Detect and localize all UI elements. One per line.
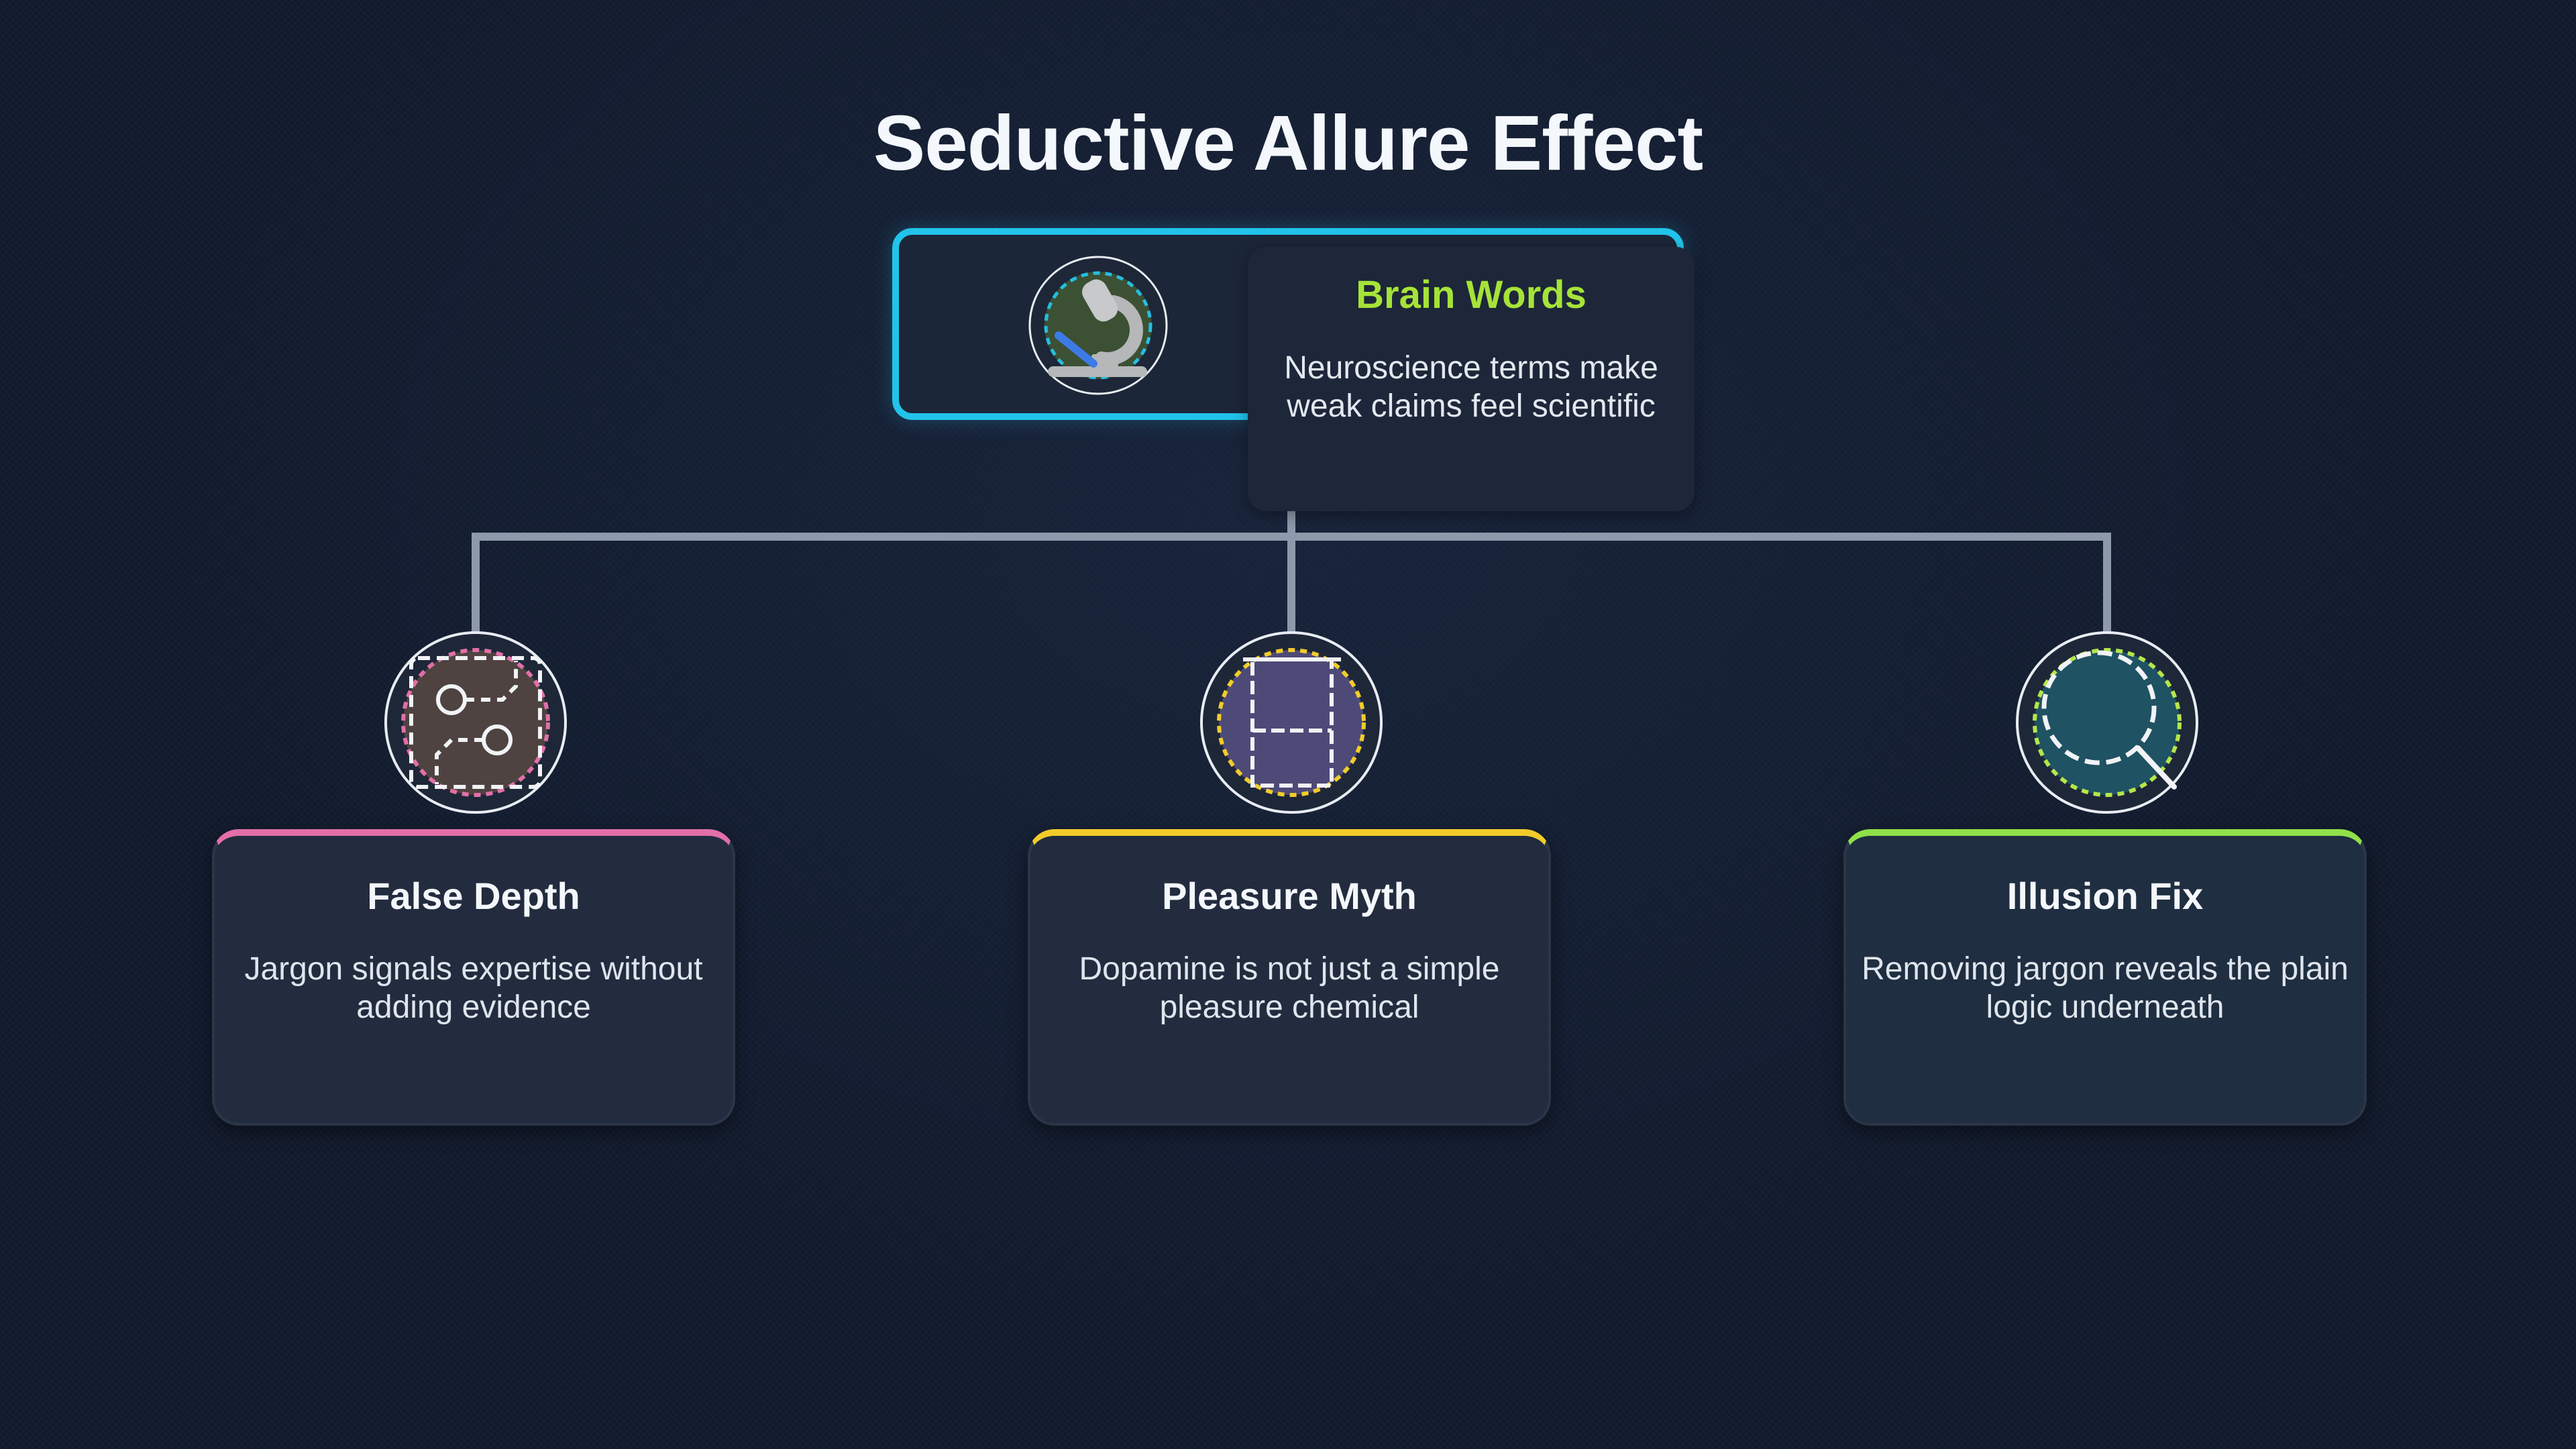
node-description: Removing jargon reveals the plain logic … xyxy=(1862,951,2349,1025)
circuit-board-icon xyxy=(384,631,567,814)
connector-drop-left xyxy=(472,533,480,633)
beaker-icon xyxy=(1200,631,1383,814)
node-title: False Depth xyxy=(367,875,580,917)
microscope-icon xyxy=(1028,256,1168,395)
root-node-description: Neuroscience terms make weak claims feel… xyxy=(1284,350,1658,424)
node-card-false-depth: False Depth Jargon signals expertise wit… xyxy=(212,829,735,1126)
node-card-pleasure-myth: Pleasure Myth Dopamine is not just a sim… xyxy=(1028,829,1551,1126)
node-card-illusion-fix: Illusion Fix Removing jargon reveals the… xyxy=(1843,829,2367,1126)
node-title: Illusion Fix xyxy=(2006,875,2204,917)
connector-drop-right xyxy=(2103,533,2111,633)
diagram-title: Seductive Allure Effect xyxy=(873,99,1703,186)
root-node-text-panel xyxy=(1248,247,1695,511)
node-title: Pleasure Myth xyxy=(1162,875,1417,917)
magnifier-icon xyxy=(2016,631,2198,814)
node-description: Jargon signals expertise without adding … xyxy=(244,951,703,1025)
root-node-title: Brain Words xyxy=(1356,273,1587,317)
connector-drop-middle xyxy=(1287,533,1295,633)
node-description: Dopamine is not just a simple pleasure c… xyxy=(1079,951,1500,1025)
